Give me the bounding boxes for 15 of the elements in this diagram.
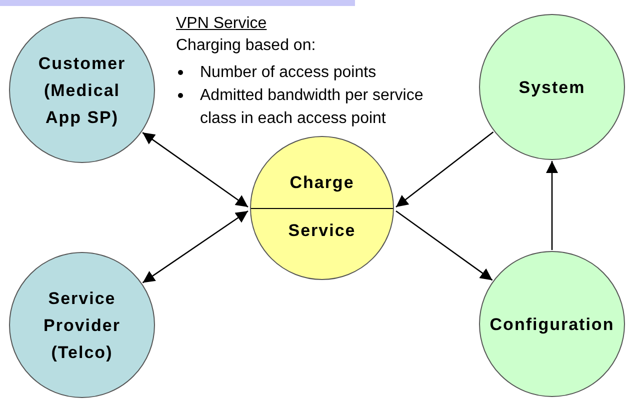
bullet-item: Admitted bandwidth per service class in each access point bbox=[200, 86, 424, 129]
arrow bbox=[546, 161, 558, 250]
node-label: Configuration bbox=[488, 314, 616, 336]
node-label: System bbox=[518, 76, 586, 98]
bullet-item: Number of access points bbox=[200, 63, 378, 83]
node-label: Service bbox=[287, 220, 357, 242]
arrow bbox=[142, 210, 248, 284]
note-text: VPN Service bbox=[176, 15, 267, 33]
note-text: Charging based on: bbox=[176, 37, 316, 55]
arrow bbox=[142, 132, 248, 208]
node-label: Service Provider (Telco) bbox=[42, 288, 122, 364]
node-label: Charge bbox=[288, 172, 356, 194]
node-label: Customer (Medical App SP) bbox=[37, 52, 127, 128]
arrow bbox=[396, 210, 493, 281]
arrow bbox=[396, 131, 494, 208]
